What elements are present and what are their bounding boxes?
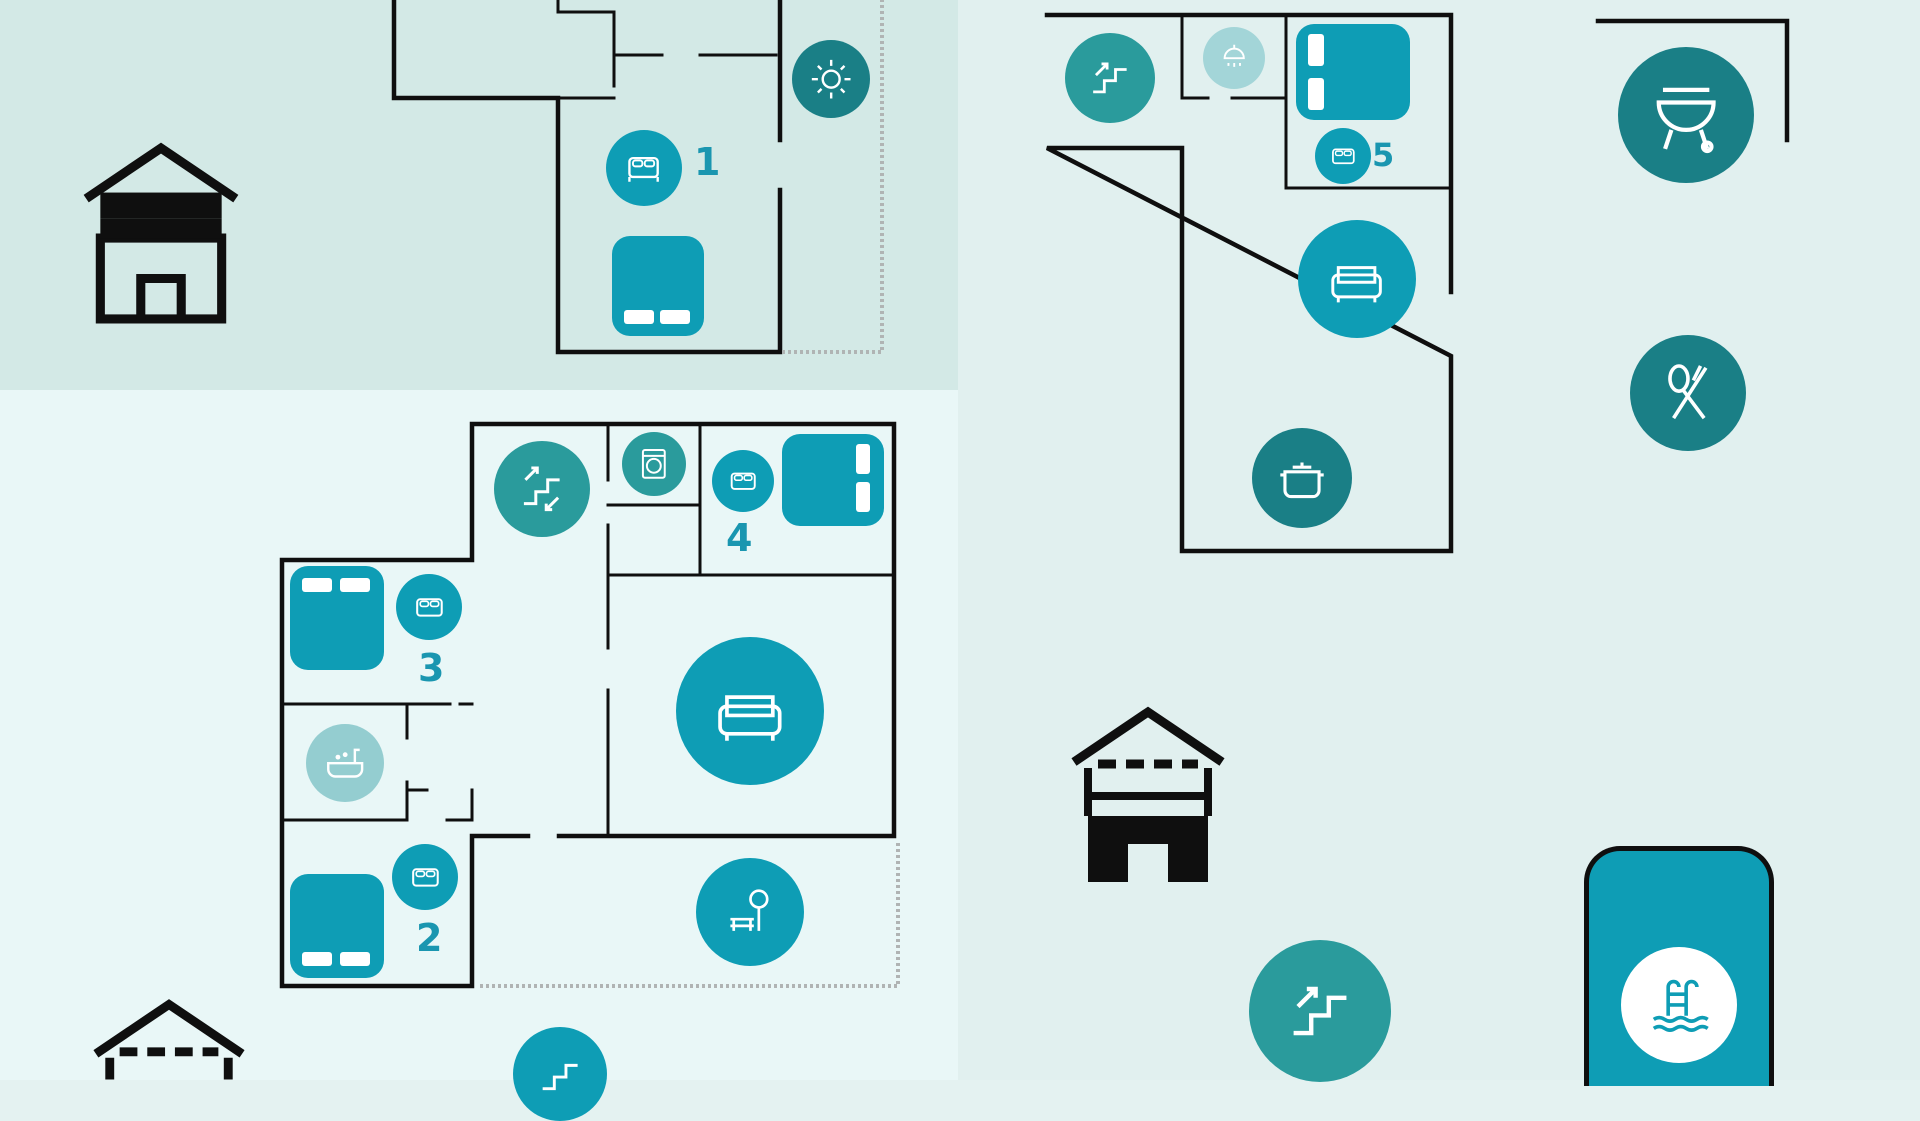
- bed-icon: [606, 130, 682, 206]
- room-number-4: 4: [726, 516, 753, 560]
- room-number-1: 1: [694, 140, 721, 184]
- stairs-icon: [1065, 33, 1155, 123]
- walls-panel-a: [391, 0, 884, 355]
- house-icon-ground: [83, 142, 239, 324]
- shower-icon: [1203, 27, 1265, 89]
- bed-icon: [712, 450, 774, 512]
- room-number-5: 5: [1372, 136, 1395, 174]
- room-number-3: 3: [418, 646, 445, 690]
- stairs-icon: [494, 441, 590, 537]
- barbecue-icon: [1618, 47, 1754, 183]
- bed-icon: [396, 574, 462, 640]
- walls-panel-b: [279, 421, 900, 989]
- house-icon-second: [1071, 706, 1225, 882]
- bed-icon: [1315, 128, 1371, 184]
- stairs-icon: [513, 1027, 607, 1121]
- bed-room-4: [782, 434, 884, 526]
- sofa-icon: [1298, 220, 1416, 338]
- sofa-icon: [676, 637, 824, 785]
- walls-panel-c: [1044, 12, 1790, 554]
- house-icon-first: [93, 999, 245, 1080]
- bed-room-1: [612, 236, 704, 336]
- bathtub-icon: [306, 724, 384, 802]
- washing-machine-icon: [622, 432, 686, 496]
- stairs-icon: [1249, 940, 1391, 1082]
- cutlery-icon: [1630, 335, 1746, 451]
- room-number-2: 2: [416, 916, 443, 960]
- floor-plan-walls: [279, 0, 1790, 989]
- bed-room-3: [290, 566, 384, 670]
- garden-bench-icon: [696, 858, 804, 966]
- cooking-pot-icon: [1252, 428, 1352, 528]
- bed-room-5: [1296, 24, 1410, 120]
- bed-room-2: [290, 874, 384, 978]
- sun-icon: [792, 40, 870, 118]
- bed-icon: [392, 844, 458, 910]
- pool-ladder-icon: [1621, 947, 1737, 1063]
- pool-area: [1584, 846, 1774, 1086]
